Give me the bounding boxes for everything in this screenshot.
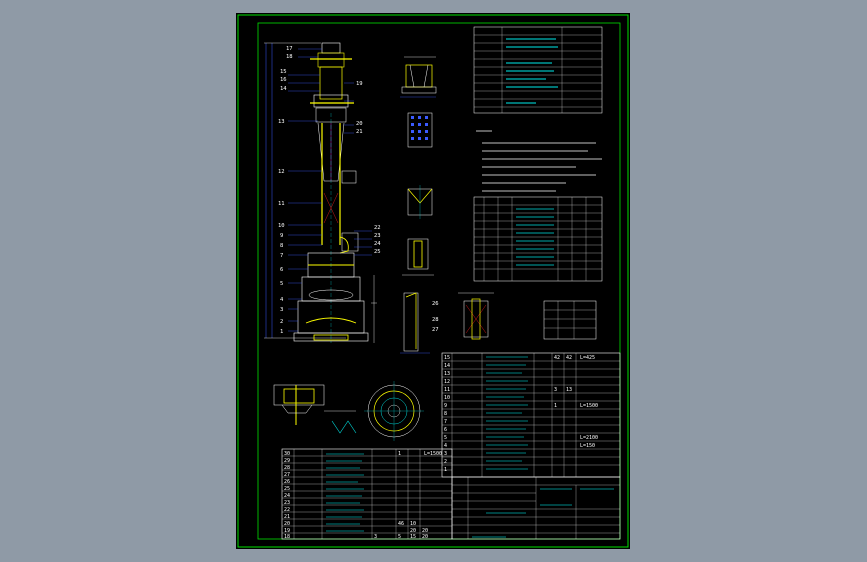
balloon-11: 11 — [278, 201, 285, 207]
part-balloons-left: 17 18 15 16 14 13 12 11 10 9 8 7 6 5 4 3… — [278, 46, 293, 335]
brow27-no: 27 — [284, 472, 290, 478]
row11-no: 11 — [444, 387, 450, 393]
brow19-no: 19 — [284, 528, 290, 534]
balloon-8: 8 — [280, 243, 283, 249]
r15-qty-b: 42 — [566, 355, 572, 361]
r5-note: L=2100 — [580, 435, 598, 441]
row5-no: 5 — [444, 435, 447, 441]
balloon-17: 17 — [286, 46, 293, 52]
row3-no: 3 — [444, 451, 447, 457]
title-block — [451, 476, 621, 540]
balloon-9: 9 — [280, 233, 283, 239]
balloon-18: 18 — [286, 54, 293, 60]
b18-b: 5 — [398, 534, 401, 540]
balloon-27: 27 — [432, 327, 439, 333]
brow24-no: 24 — [284, 493, 290, 499]
brow20-no: 20 — [284, 521, 290, 527]
technical-notes-text — [476, 130, 602, 192]
column-elevation — [264, 42, 377, 343]
r9-qty: 1 — [554, 403, 557, 409]
brow22-no: 22 — [284, 507, 290, 513]
cad-drawing: 17 18 15 16 14 13 12 11 10 9 8 7 6 5 4 3… — [237, 14, 629, 548]
b20-b: 10 — [410, 521, 416, 527]
balloon-20: 20 — [356, 121, 363, 127]
balloon-28: 28 — [432, 317, 439, 323]
detail-small-table — [543, 300, 597, 340]
b18-d: 20 — [422, 534, 428, 540]
detail-bolt-grid — [407, 112, 433, 148]
balloon-1: 1 — [280, 329, 283, 335]
outer-frame — [237, 14, 629, 548]
nozzle-table — [473, 196, 603, 282]
row14-no: 14 — [444, 363, 450, 369]
brow23-no: 23 — [284, 500, 290, 506]
balloon-14: 14 — [280, 86, 287, 92]
brow29-no: 29 — [284, 458, 290, 464]
b19-b: 20 — [422, 528, 428, 534]
brow21-no: 21 — [284, 514, 290, 520]
r9-note: L=1500 — [580, 403, 598, 409]
parts-list-right: 15 14 13 12 11 10 9 8 7 6 5 4 3 2 1 42 4… — [441, 352, 621, 478]
detail-support-bracket — [407, 185, 433, 219]
detail-plan-circle — [364, 381, 424, 441]
balloon-5: 5 — [280, 281, 283, 287]
balloon-7: 7 — [280, 253, 283, 259]
row6-no: 6 — [444, 427, 447, 433]
row4-no: 4 — [444, 443, 447, 449]
balloon-12: 12 — [278, 169, 285, 175]
r11-qty-a: 3 — [554, 387, 557, 393]
balloon-4: 4 — [280, 297, 284, 303]
balloon-10: 10 — [278, 223, 285, 229]
leader-lines — [288, 48, 372, 332]
brow30-no: 30 — [284, 451, 290, 457]
balloon-25: 25 — [374, 249, 381, 255]
balloon-19: 19 — [356, 81, 363, 87]
balloon-22: 22 — [374, 225, 381, 231]
row9-no: 9 — [444, 403, 447, 409]
b18-a: 3 — [374, 534, 377, 540]
brow25-no: 25 — [284, 486, 290, 492]
balloon-2: 2 — [280, 319, 283, 325]
row12-no: 12 — [444, 379, 450, 385]
b19-a: 20 — [410, 528, 416, 534]
balloon-13: 13 — [278, 119, 285, 125]
b30-qty: 1 — [398, 451, 401, 457]
detail-top-flange — [400, 56, 437, 98]
b18-c: 15 — [410, 534, 416, 540]
part-balloons-right: 19 20 21 22 23 24 25 26 27 28 — [356, 81, 439, 333]
row10-no: 10 — [444, 395, 450, 401]
r4-note: L=150 — [580, 443, 595, 449]
detail-flange-gasket — [458, 292, 494, 340]
notes-block — [473, 26, 603, 114]
detail-base-view — [273, 384, 357, 434]
drawing-sheet: 17 18 15 16 14 13 12 11 10 9 8 7 6 5 4 3… — [236, 13, 630, 549]
balloon-21: 21 — [356, 129, 363, 135]
row7-no: 7 — [444, 419, 447, 425]
row15-no: 15 — [444, 355, 450, 361]
b20-a: 46 — [398, 521, 404, 527]
brow18-no: 18 — [284, 534, 290, 540]
parts-list-bottom: 30 29 28 27 26 25 24 23 22 21 20 19 18 1… — [281, 448, 453, 540]
balloon-6: 6 — [280, 267, 283, 273]
r15-qty-a: 42 — [554, 355, 560, 361]
detail-nozzle-section — [402, 238, 434, 276]
b30-note: L=1500 — [424, 451, 442, 457]
brow26-no: 26 — [284, 479, 290, 485]
brow28-no: 28 — [284, 465, 290, 471]
balloon-16: 16 — [280, 77, 287, 83]
balloon-15: 15 — [280, 69, 287, 75]
balloon-24: 24 — [374, 241, 381, 247]
row2-no: 2 — [444, 459, 447, 465]
row13-no: 13 — [444, 371, 450, 377]
r11-qty-b: 13 — [566, 387, 572, 393]
balloon-26: 26 — [432, 301, 439, 307]
r15-note: L=425 — [580, 355, 595, 361]
balloon-23: 23 — [374, 233, 381, 239]
row8-no: 8 — [444, 411, 447, 417]
detail-pipe-support — [400, 292, 430, 354]
balloon-3: 3 — [280, 307, 283, 313]
